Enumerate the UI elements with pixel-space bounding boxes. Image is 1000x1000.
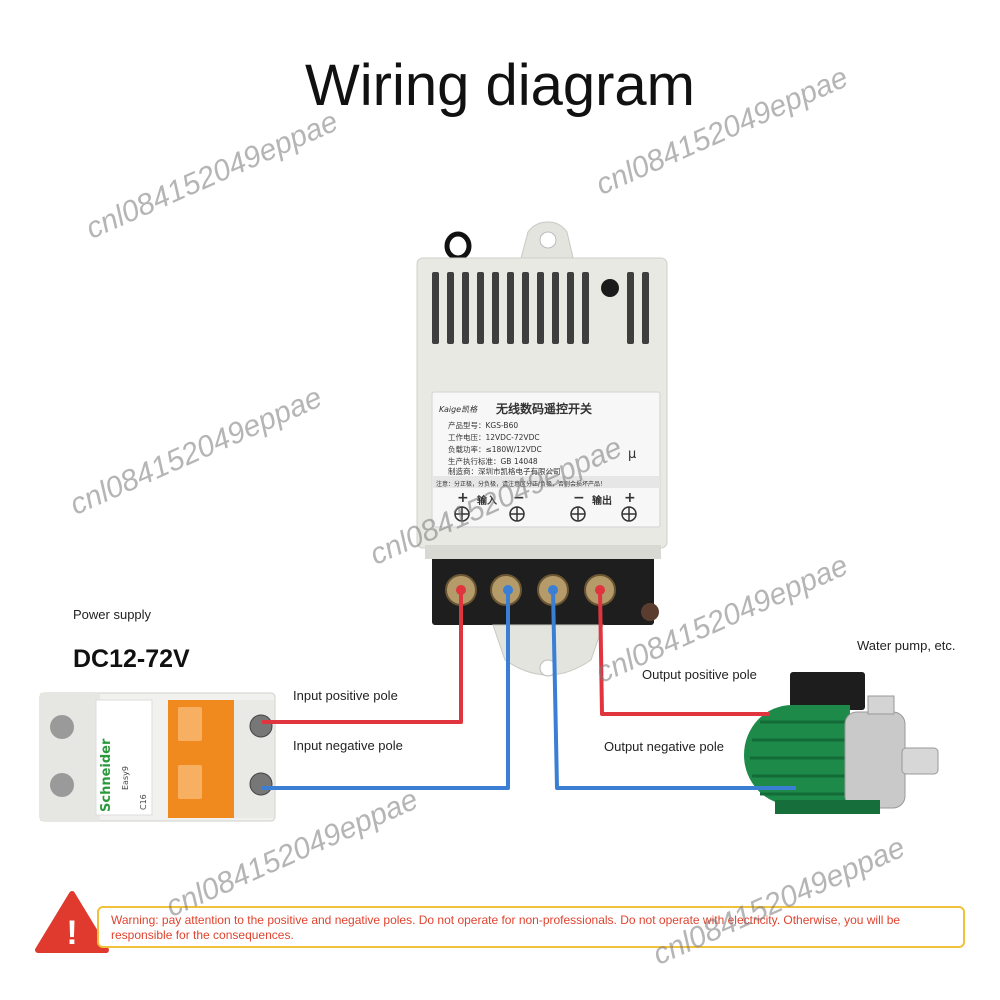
remote-switch-device <box>416 221 668 549</box>
output-plus-mark: + <box>624 490 636 506</box>
circuit-breaker <box>39 692 276 822</box>
breaker-model: Easy9 <box>121 766 130 790</box>
page-title: Wiring diagram <box>305 53 695 118</box>
device-line-5: 制造商：深圳市凯格电子有限公司 <box>448 466 561 476</box>
device-note: 注意：分正极，分负极，请注意区分正/负极，否则会损坏产品！ <box>436 480 606 488</box>
wires <box>262 589 796 790</box>
device-mu-mark: μ <box>628 447 636 462</box>
output-minus-mark: − <box>573 490 585 506</box>
warning-box <box>97 906 965 948</box>
input-positive-wire <box>262 590 463 724</box>
input-negative-wire <box>262 590 510 790</box>
power-supply-label: Power supply <box>73 607 152 622</box>
device-line-3: 负载功率：≤180W/12VDC <box>448 444 542 454</box>
breaker-rating: C16 <box>139 794 148 810</box>
device-name: 无线数码遥控开关 <box>495 401 592 416</box>
device-input-text: 输入 <box>477 494 497 507</box>
warning-icon-mark: ! <box>66 914 77 952</box>
output-negative-label: Output negative pole <box>604 739 724 754</box>
water-pump <box>744 672 939 814</box>
device-output-text: 输出 <box>592 494 612 507</box>
input-negative-label: Input negative pole <box>293 738 403 753</box>
device-line-1: 产品型号：KGS-B60 <box>448 420 518 430</box>
device-line-4: 生产执行标准：GB 14048 <box>448 456 538 466</box>
device-line-2: 工作电压：12VDC-72VDC <box>448 432 540 442</box>
input-positive-label: Input positive pole <box>293 688 398 703</box>
pump-label: Water pump, etc. <box>857 638 956 653</box>
breaker-brand: Schneider <box>99 738 114 812</box>
learn-button <box>601 279 619 297</box>
input-minus-mark: − <box>513 490 525 506</box>
warning-text: Warning: pay attention to the positive a… <box>111 913 901 942</box>
warning-icon <box>35 891 109 953</box>
output-negative-wire <box>551 589 796 790</box>
power-supply-voltage: DC12-72V <box>73 645 190 673</box>
device-brand: Kaige凯格 <box>439 405 478 414</box>
input-plus-mark: + <box>457 490 469 506</box>
output-positive-label: Output positive pole <box>642 667 757 682</box>
output-positive-wire <box>598 589 770 716</box>
